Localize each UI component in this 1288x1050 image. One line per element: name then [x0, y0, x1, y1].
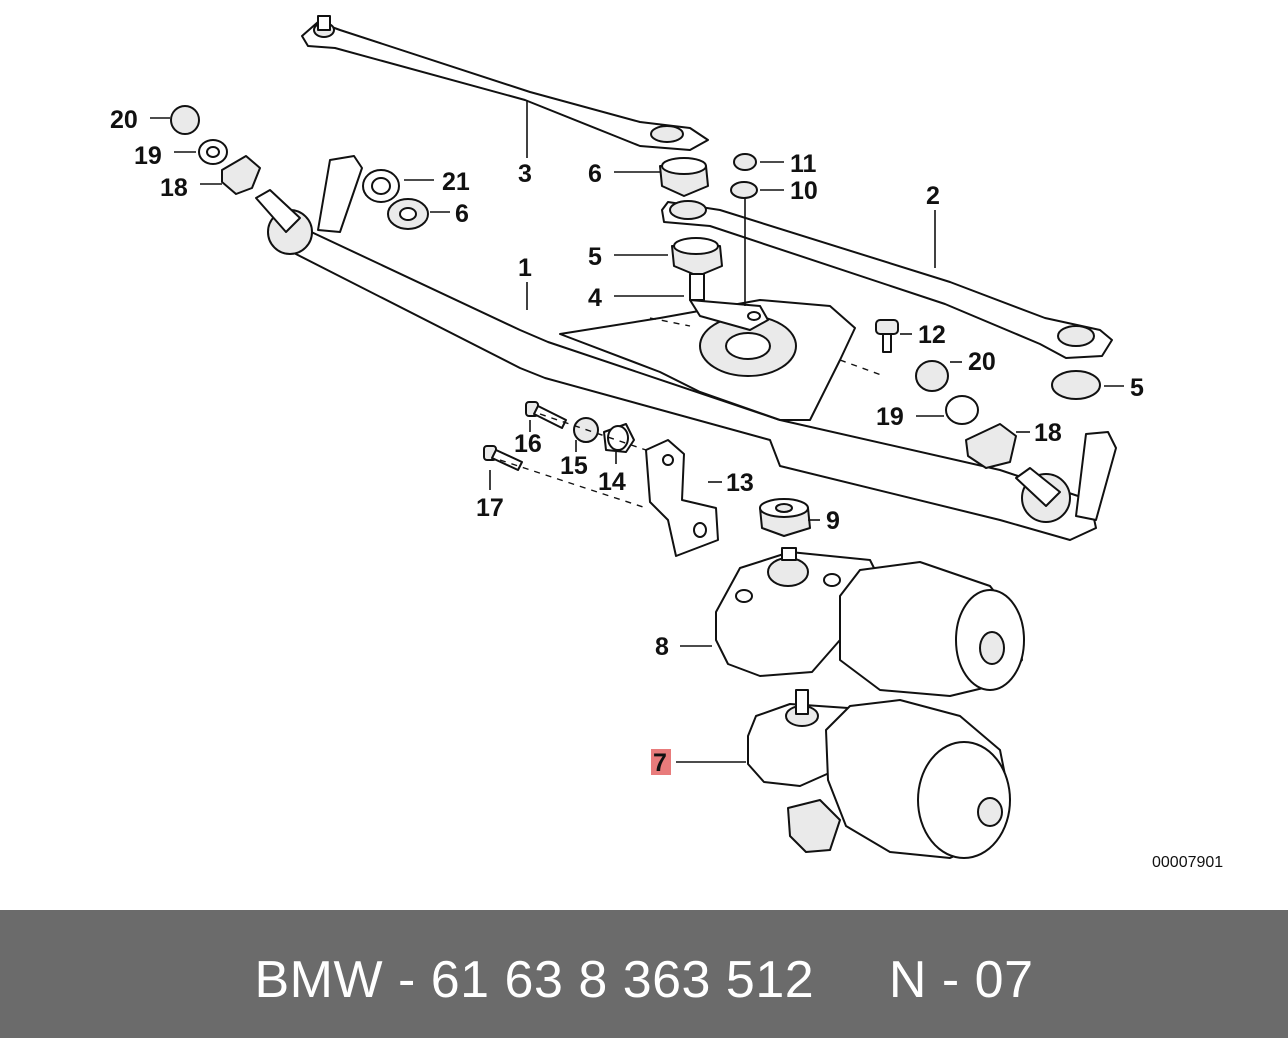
- callout-19b: 19: [876, 403, 904, 431]
- callout-7: 7: [653, 749, 667, 777]
- callout-5a: 5: [588, 243, 602, 271]
- parts-diagram: 1 2 3 4 5 5 6 6 7 8 9 10 11 12 13 14 15 …: [110, 15, 1223, 871]
- callout-14: 14: [598, 468, 626, 496]
- callout-7-highlight: [651, 749, 671, 775]
- wiper-frame-1: [255, 155, 1117, 541]
- callout-labels: 1 2 3 4 5 5 6 6 7 8 9 10 11 12 13 14 15 …: [110, 106, 1223, 871]
- hardware-center: [659, 153, 769, 331]
- callout-15: 15: [560, 452, 588, 480]
- callout-12: 12: [918, 321, 946, 349]
- wiper-motor-8: [715, 547, 1025, 697]
- callout-21: 21: [442, 168, 470, 196]
- callout-20b: 20: [968, 348, 996, 376]
- callout-19a: 19: [134, 142, 162, 170]
- callout-11: 11: [790, 150, 817, 178]
- hardware-left: [170, 105, 429, 230]
- linkage-rod-2: [661, 200, 1113, 359]
- callout-16: 16: [514, 430, 542, 458]
- linkage-rod-3: [301, 15, 709, 151]
- leader-lines: [150, 100, 1124, 763]
- callout-13: 13: [726, 469, 754, 497]
- callout-2: 2: [926, 182, 940, 210]
- callout-4: 4: [588, 284, 602, 312]
- callout-6b: 6: [455, 200, 469, 228]
- callout-5b: 5: [1130, 374, 1144, 402]
- callout-17: 17: [476, 494, 504, 522]
- hardware-right: [875, 319, 1101, 469]
- callout-3: 3: [518, 160, 532, 188]
- footer-bar: BMW - 61 63 8 363 512 N - 07: [0, 910, 1288, 1038]
- callout-8: 8: [655, 633, 669, 661]
- reference-number: 00007901: [1152, 854, 1223, 871]
- callout-1: 1: [518, 254, 532, 282]
- grommet-9: [759, 498, 811, 537]
- callout-6a: 6: [588, 160, 602, 188]
- part-number-caption: BMW - 61 63 8 363 512 N - 07: [254, 951, 1034, 1009]
- callout-20a: 20: [110, 106, 138, 134]
- wiper-motor-7: [747, 689, 1011, 859]
- callout-18a: 18: [160, 174, 188, 202]
- callout-10: 10: [790, 177, 818, 205]
- callout-18b: 18: [1034, 419, 1062, 447]
- callout-9: 9: [826, 507, 840, 535]
